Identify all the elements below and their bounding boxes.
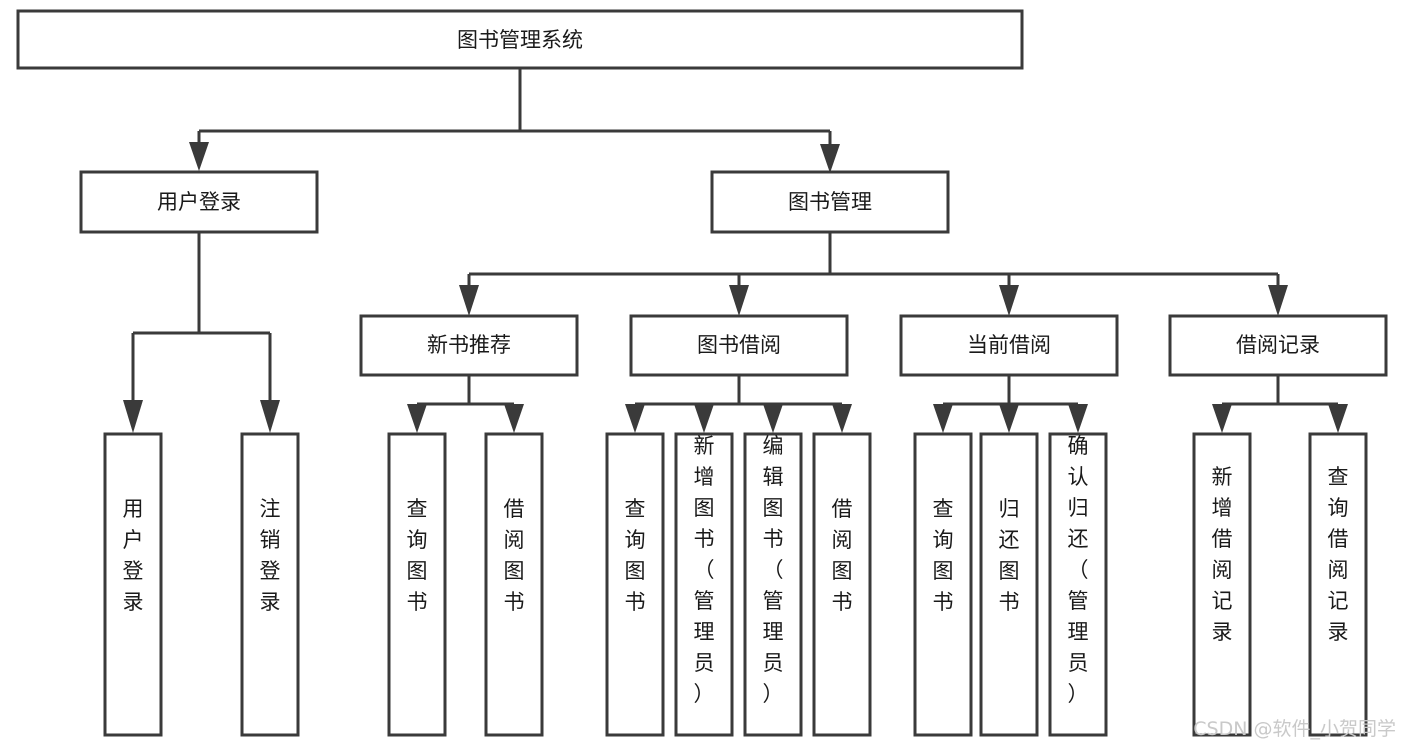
leaf-add-book-box[interactable]: [674, 432, 734, 737]
leaf-user-login-label: 用户登录: [123, 497, 144, 614]
current-borrow-label: 当前借阅: [967, 333, 1051, 357]
node-leaf-borrow-book-2[interactable]: 借阅图书: [812, 432, 872, 737]
book-borrow-label: 图书借阅: [697, 333, 781, 357]
root-box[interactable]: [16, 9, 1024, 70]
leaf-confirm-return-label: 确认归还（管理员）: [1068, 434, 1089, 706]
node-leaf-query-record[interactable]: 查询借阅记录: [1308, 432, 1368, 737]
arrow-head-new-book-rec: [459, 285, 479, 316]
node-borrow-record[interactable]: 借阅记录: [1168, 314, 1388, 377]
user-login-label: 用户登录: [157, 190, 241, 214]
new-book-rec-label: 新书推荐: [427, 333, 511, 357]
node-book-borrow[interactable]: 图书借阅: [629, 314, 849, 377]
arrow-head-book-manage: [820, 144, 840, 173]
node-root[interactable]: 图书管理系统: [16, 9, 1024, 70]
arrow-head-leaf-confirm-return: [1068, 404, 1088, 433]
book-manage-label: 图书管理: [788, 190, 872, 214]
leaf-borrow-book-2-label: 借阅图书: [832, 497, 853, 614]
leaf-add-book-label: 新增图书（管理员）: [694, 434, 715, 706]
leaf-edit-book-label: 编辑图书（管理员）: [763, 434, 784, 706]
root-label: 图书管理系统: [457, 28, 583, 52]
node-new-book-rec[interactable]: 新书推荐: [359, 314, 579, 377]
node-leaf-borrow-book-1[interactable]: 借阅图书: [484, 432, 544, 737]
arrow-head-leaf-query-book-3: [933, 404, 953, 433]
arrow-head-leaf-user-login: [123, 400, 143, 433]
node-current-borrow[interactable]: 当前借阅: [899, 314, 1119, 377]
arrow-head-leaf-borrow-book-2: [832, 404, 852, 433]
leaf-query-book-1-box[interactable]: [387, 432, 447, 737]
node-leaf-query-book-1[interactable]: 查询图书: [387, 432, 447, 737]
arrow-head-book-borrow: [729, 285, 749, 316]
leaf-query-book-2-label: 查询图书: [625, 497, 646, 614]
leaf-query-book-2-box[interactable]: [605, 432, 665, 737]
leaf-confirm-return-box[interactable]: [1048, 432, 1108, 737]
node-leaf-user-logout[interactable]: 注销登录: [240, 432, 300, 737]
leaf-edit-book-box[interactable]: [743, 432, 803, 737]
arrow-head-current-borrow: [999, 285, 1019, 316]
new-book-rec-box[interactable]: [359, 314, 579, 377]
leaf-borrow-book-1-label: 借阅图书: [504, 497, 525, 614]
node-leaf-edit-book[interactable]: 编辑图书（管理员）: [743, 432, 803, 737]
leaf-borrow-book-2-box[interactable]: [812, 432, 872, 737]
leaf-query-record-label: 查询借阅记录: [1328, 465, 1349, 644]
borrow-record-label: 借阅记录: [1236, 333, 1320, 357]
node-leaf-return-book[interactable]: 归还图书: [979, 432, 1039, 737]
leaf-query-book-3-label: 查询图书: [933, 497, 954, 614]
leaf-query-book-3-box[interactable]: [913, 432, 973, 737]
node-leaf-query-book-2[interactable]: 查询图书: [605, 432, 665, 737]
arrow-head-leaf-borrow-book-1: [504, 404, 524, 433]
current-borrow-box[interactable]: [899, 314, 1119, 377]
node-book-manage[interactable]: 图书管理: [710, 170, 950, 234]
arrow-head-leaf-return-book: [999, 404, 1019, 433]
arrow-head-user-login: [189, 142, 209, 171]
leaf-user-logout-label: 注销登录: [260, 497, 281, 614]
book-manage-box[interactable]: [710, 170, 950, 234]
leaf-user-login-box[interactable]: [103, 432, 163, 737]
arrow-head-borrow-record: [1268, 285, 1288, 316]
arrow-head-leaf-query-book-1: [407, 404, 427, 433]
node-leaf-user-login[interactable]: 用户登录: [103, 432, 163, 737]
node-leaf-confirm-return[interactable]: 确认归还（管理员）: [1048, 432, 1108, 737]
csdn-watermark: CSDN @软件_小贺同学: [1193, 718, 1396, 740]
arrow-head-leaf-add-record: [1212, 404, 1232, 433]
arrow-head-leaf-edit-book: [763, 404, 783, 433]
arrow-head-leaf-add-book: [694, 404, 714, 433]
node-leaf-add-book[interactable]: 新增图书（管理员）: [674, 432, 734, 737]
leaf-return-book-box[interactable]: [979, 432, 1039, 737]
user-login-box[interactable]: [79, 170, 319, 234]
connector-layer: [123, 68, 1348, 433]
leaf-add-record-box[interactable]: [1192, 432, 1252, 737]
leaf-return-book-label: 归还图书: [999, 497, 1020, 614]
arrow-head-leaf-query-record: [1328, 404, 1348, 433]
leaf-borrow-book-1-box[interactable]: [484, 432, 544, 737]
arrow-head-leaf-user-logout: [260, 400, 280, 433]
leaf-query-record-box[interactable]: [1308, 432, 1368, 737]
node-leaf-query-book-3[interactable]: 查询图书: [913, 432, 973, 737]
node-user-login[interactable]: 用户登录: [79, 170, 319, 234]
leaf-query-book-1-label: 查询图书: [407, 497, 428, 614]
leaf-add-record-label: 新增借阅记录: [1212, 465, 1233, 644]
leaf-user-logout-box[interactable]: [240, 432, 300, 737]
arrow-head-leaf-query-book-2: [625, 404, 645, 433]
borrow-record-box[interactable]: [1168, 314, 1388, 377]
node-leaf-add-record[interactable]: 新增借阅记录: [1192, 432, 1252, 737]
book-borrow-box[interactable]: [629, 314, 849, 377]
